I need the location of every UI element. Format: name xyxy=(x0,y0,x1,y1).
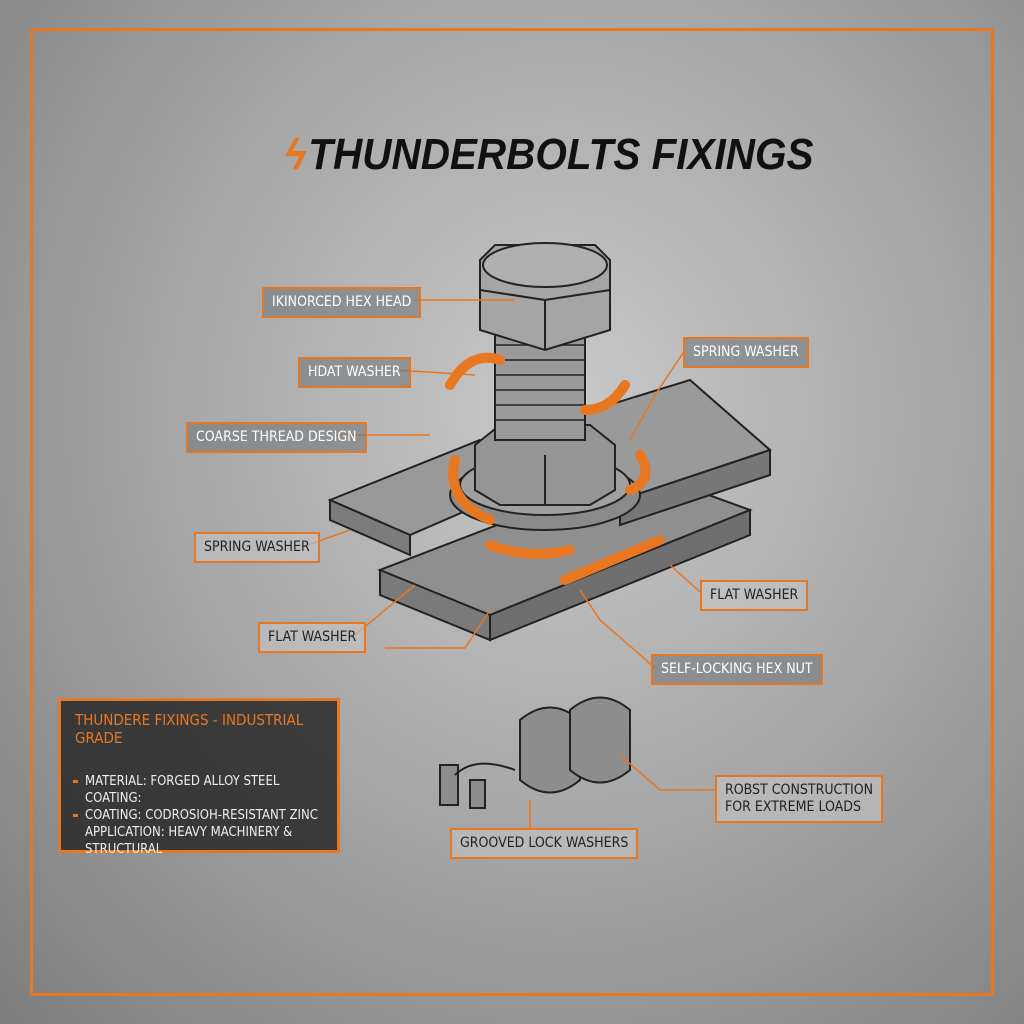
lock-arc-right xyxy=(625,450,651,495)
label-hex-head: IKINORCED HEX HEAD xyxy=(262,287,422,318)
lock-arc-left xyxy=(448,455,495,525)
grooved-lock-washers xyxy=(439,696,631,809)
left-plate-front xyxy=(329,498,411,557)
spec-panel: THUNDERE FIXINGS - INDUSTRIAL GRADE MATE… xyxy=(58,698,340,857)
lower-plate-side xyxy=(489,508,751,642)
nut-slot-highlight xyxy=(560,535,665,585)
label-spring-washer-left: SPRING WASHER xyxy=(194,532,320,563)
label-flat-washer-right: FLAT WASHER xyxy=(700,580,809,611)
lightning-bolt-icon: ϟ xyxy=(285,130,307,179)
label-flat-washer-top: HDAT WASHER xyxy=(298,357,411,388)
spec-item: COATING: CODROSIOH-RESISTANT ZINC APPLIC… xyxy=(73,807,325,858)
spec-item: MATERIAL: FORGED ALLOY STEEL COATING: xyxy=(73,773,325,807)
rotation-arrow-right xyxy=(580,380,630,415)
spec-heading: THUNDERE FIXINGS - INDUSTRIAL GRADE xyxy=(75,711,304,747)
label-spring-washer-right: SPRING WASHER xyxy=(683,337,809,368)
brand-title: ϟTHUNDERBOLTS FIXINGS xyxy=(285,130,814,180)
poster-frame xyxy=(30,28,994,996)
lock-arc-bottom xyxy=(485,540,575,559)
label-self-locking-nut: SELF-LOCKING HEX NUT xyxy=(651,654,823,685)
rotation-arrow-left xyxy=(445,352,505,390)
brand-title-text: THUNDERBOLTS FIXINGS xyxy=(308,130,814,179)
label-grooved-lock-washers: GROOVED LOCK WASHERS xyxy=(450,828,639,859)
label-robust-construction: ROBST CONSTRUCTION FOR EXTREME LOADS xyxy=(715,775,884,823)
spec-list: MATERIAL: FORGED ALLOY STEEL COATING: CO… xyxy=(73,773,325,858)
label-coarse-thread: COARSE THREAD DESIGN xyxy=(186,422,367,453)
label-flat-washer-left: FLAT WASHER xyxy=(258,622,367,653)
